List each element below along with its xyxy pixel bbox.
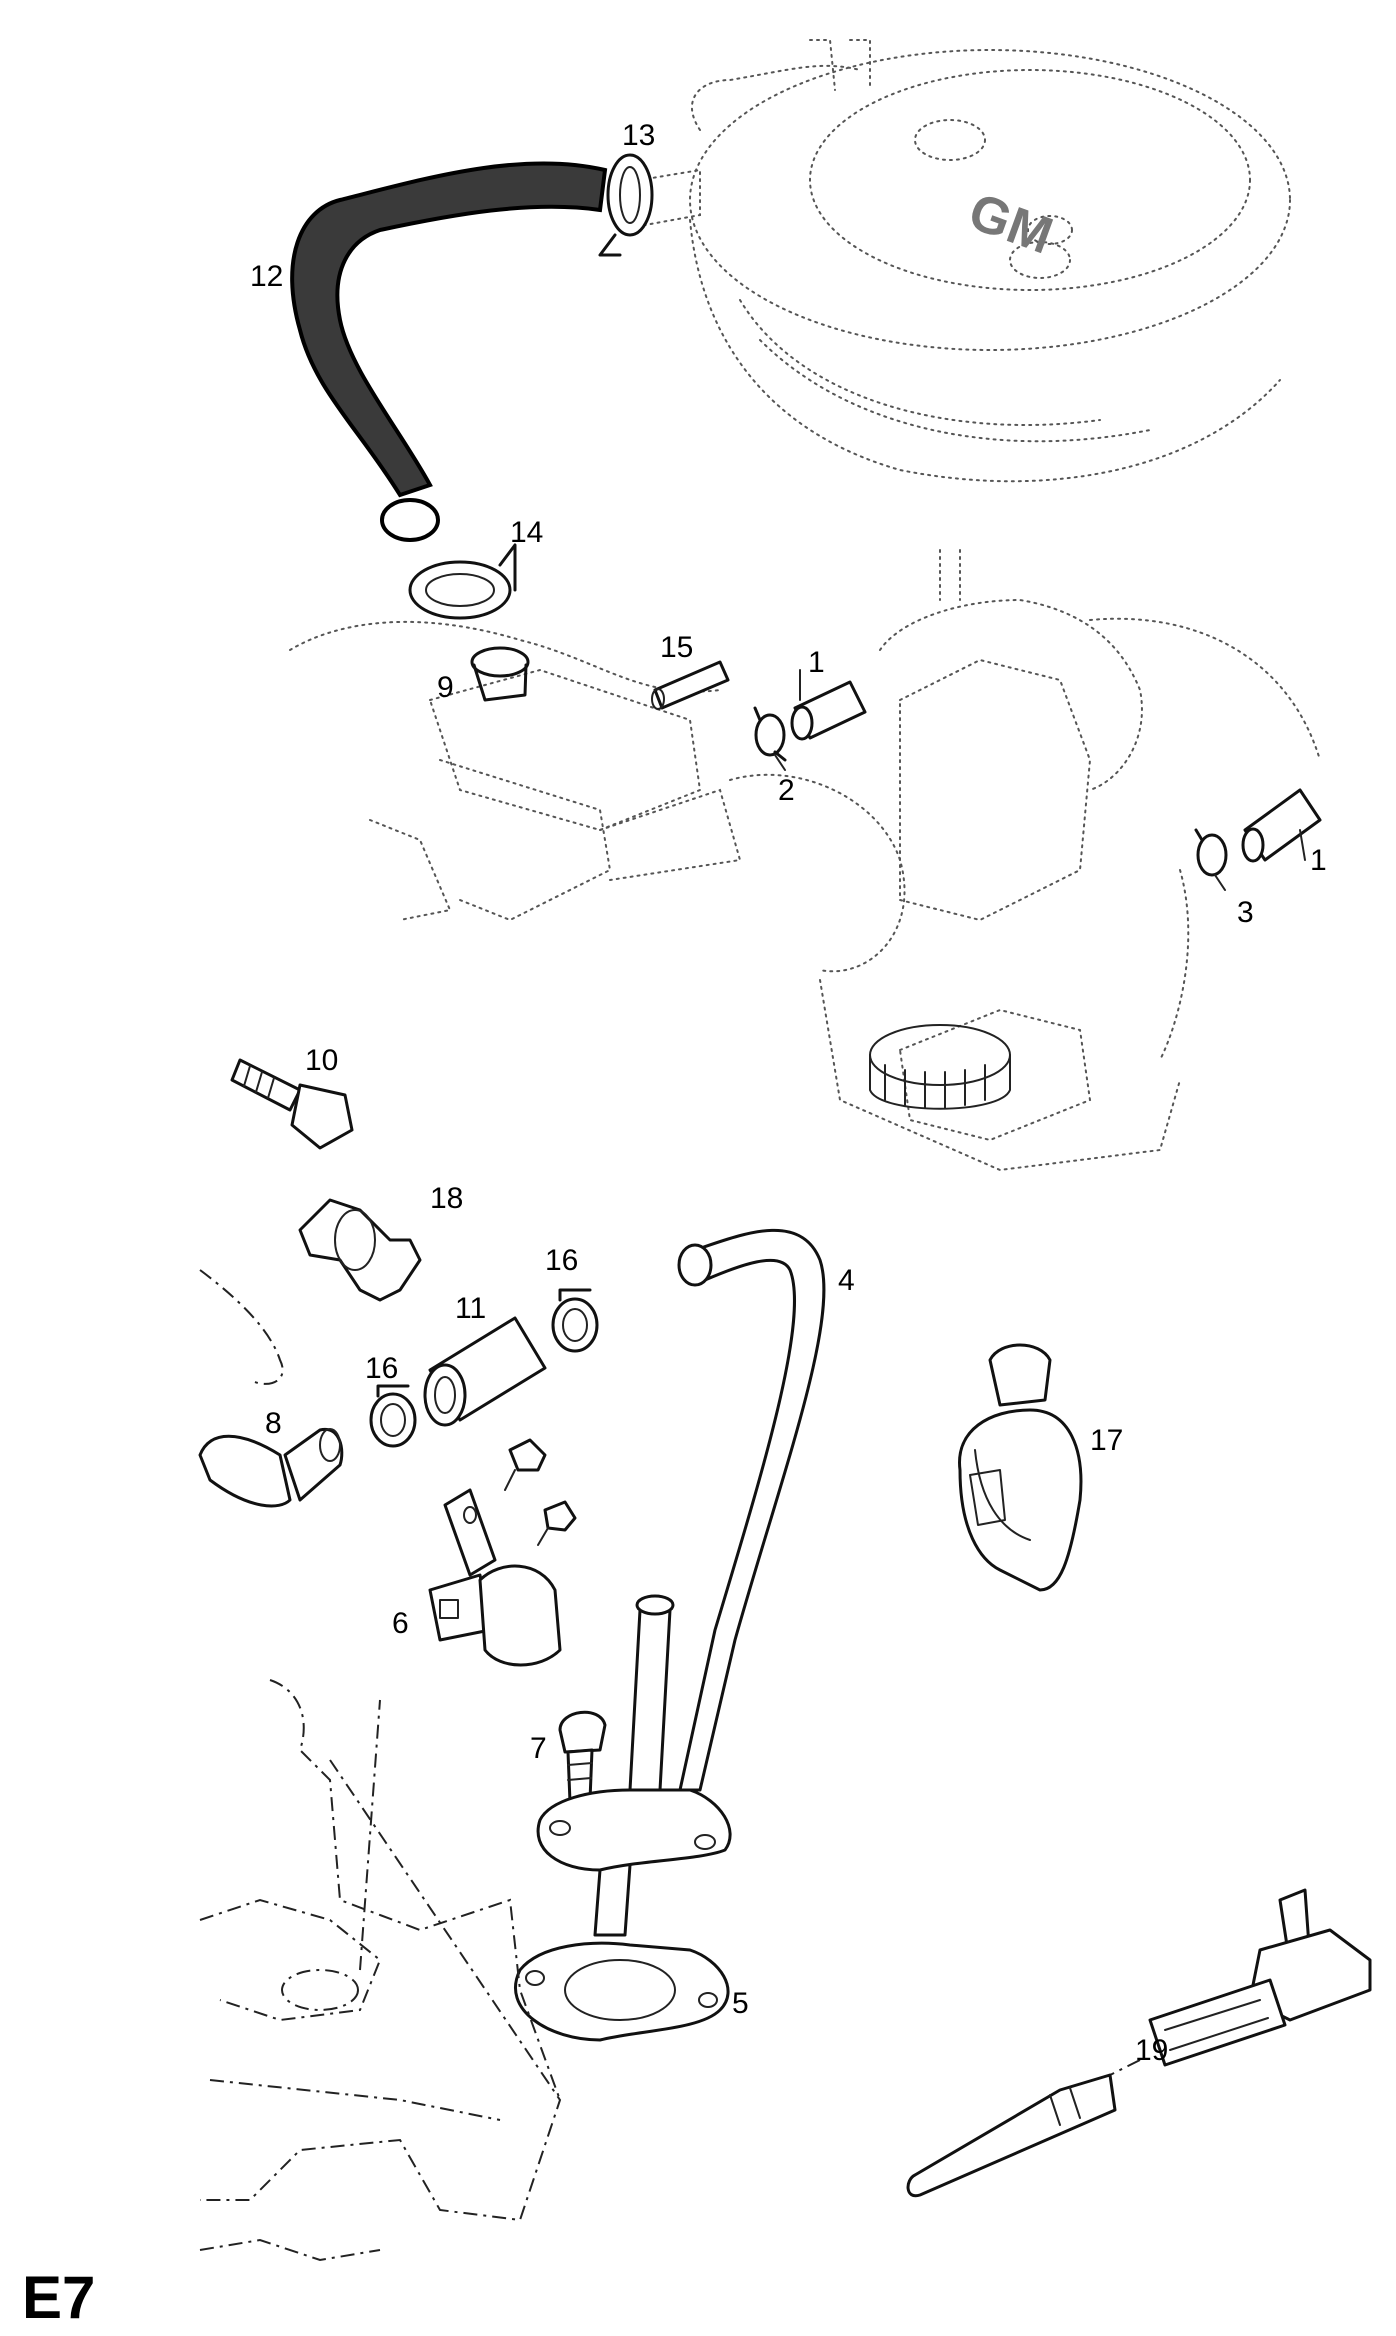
clip-3	[1194, 828, 1228, 877]
nipple-9	[470, 646, 530, 702]
label-part-9: 9	[437, 671, 454, 704]
hose-12	[290, 161, 608, 542]
leader-lines	[774, 669, 1306, 891]
hose-11	[423, 1316, 547, 1427]
label-part-11: 11	[455, 1292, 486, 1325]
gasket-5	[513, 1941, 730, 2042]
clip-2	[753, 706, 787, 762]
label-part-17: 17	[1090, 1424, 1123, 1457]
bolt-7	[558, 1710, 607, 1804]
screw-a	[504, 1438, 547, 1491]
clip-18	[298, 1198, 422, 1302]
label-part-10: 10	[305, 1044, 338, 1077]
label-part-18: 18	[430, 1182, 463, 1215]
engine-block-outline	[289, 549, 1321, 1172]
tube-4	[536, 1228, 826, 1937]
gm-logo: GM	[961, 182, 1060, 265]
label-part-1-upper: 1	[808, 646, 825, 679]
label-part-15: 15	[660, 631, 693, 664]
label-part-16-left: 16	[365, 1352, 398, 1385]
engine-base-outline	[199, 1269, 562, 2262]
label-part-2: 2	[778, 774, 795, 807]
bolt-10	[230, 1058, 354, 1150]
tube-15	[651, 660, 730, 710]
label-part-14: 14	[510, 516, 543, 549]
hose-clamp-14	[408, 543, 517, 620]
hose-1-lower	[1241, 788, 1322, 863]
cable-tie-19	[906, 1888, 1372, 2198]
label-part-3: 3	[1237, 896, 1254, 929]
label-part-5: 5	[732, 1987, 749, 2020]
bracket-6	[428, 1488, 562, 1667]
label-part-7: 7	[530, 1732, 547, 1765]
label-part-19: 19	[1135, 2034, 1168, 2067]
label-part-4: 4	[838, 1264, 855, 1297]
clamp-16-left	[369, 1384, 417, 1448]
label-part-6: 6	[392, 1607, 409, 1640]
label-part-13: 13	[622, 119, 655, 152]
clamp-16-right	[551, 1288, 599, 1353]
label-part-12: 12	[250, 260, 283, 293]
air-cleaner-housing	[638, 39, 1291, 483]
label-part-1-lower: 1	[1310, 844, 1327, 877]
hose-1-upper	[790, 680, 867, 741]
screw-b	[537, 1500, 577, 1546]
hose-clamp-13	[598, 153, 654, 257]
elbow-8	[198, 1427, 344, 1508]
sheet-id: E7	[22, 2264, 95, 2331]
label-part-8: 8	[265, 1407, 282, 1440]
filler-cap	[869, 1024, 1011, 1110]
clip-17	[958, 1343, 1083, 1592]
label-part-16-right: 16	[545, 1244, 578, 1277]
